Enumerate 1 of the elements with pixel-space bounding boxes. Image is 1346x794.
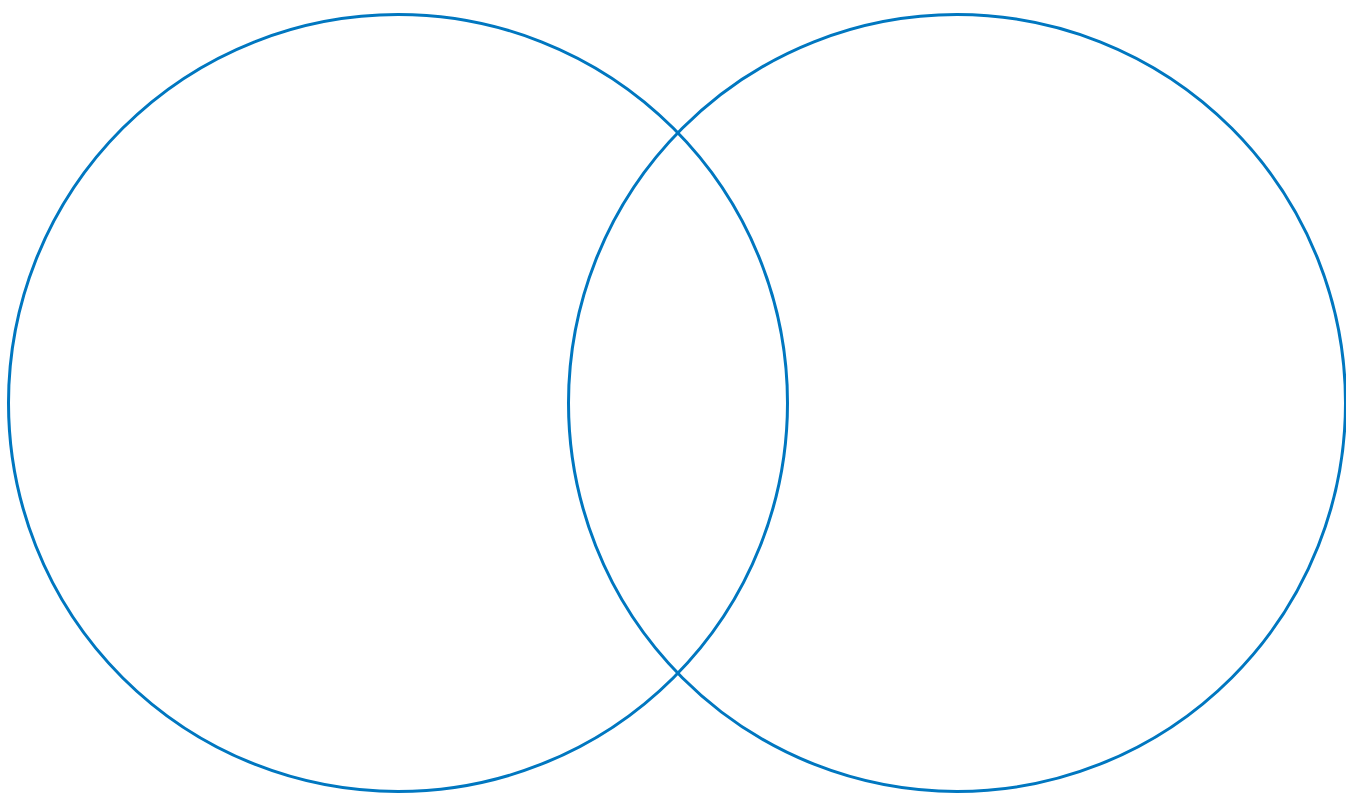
venn-circle [7,13,789,793]
